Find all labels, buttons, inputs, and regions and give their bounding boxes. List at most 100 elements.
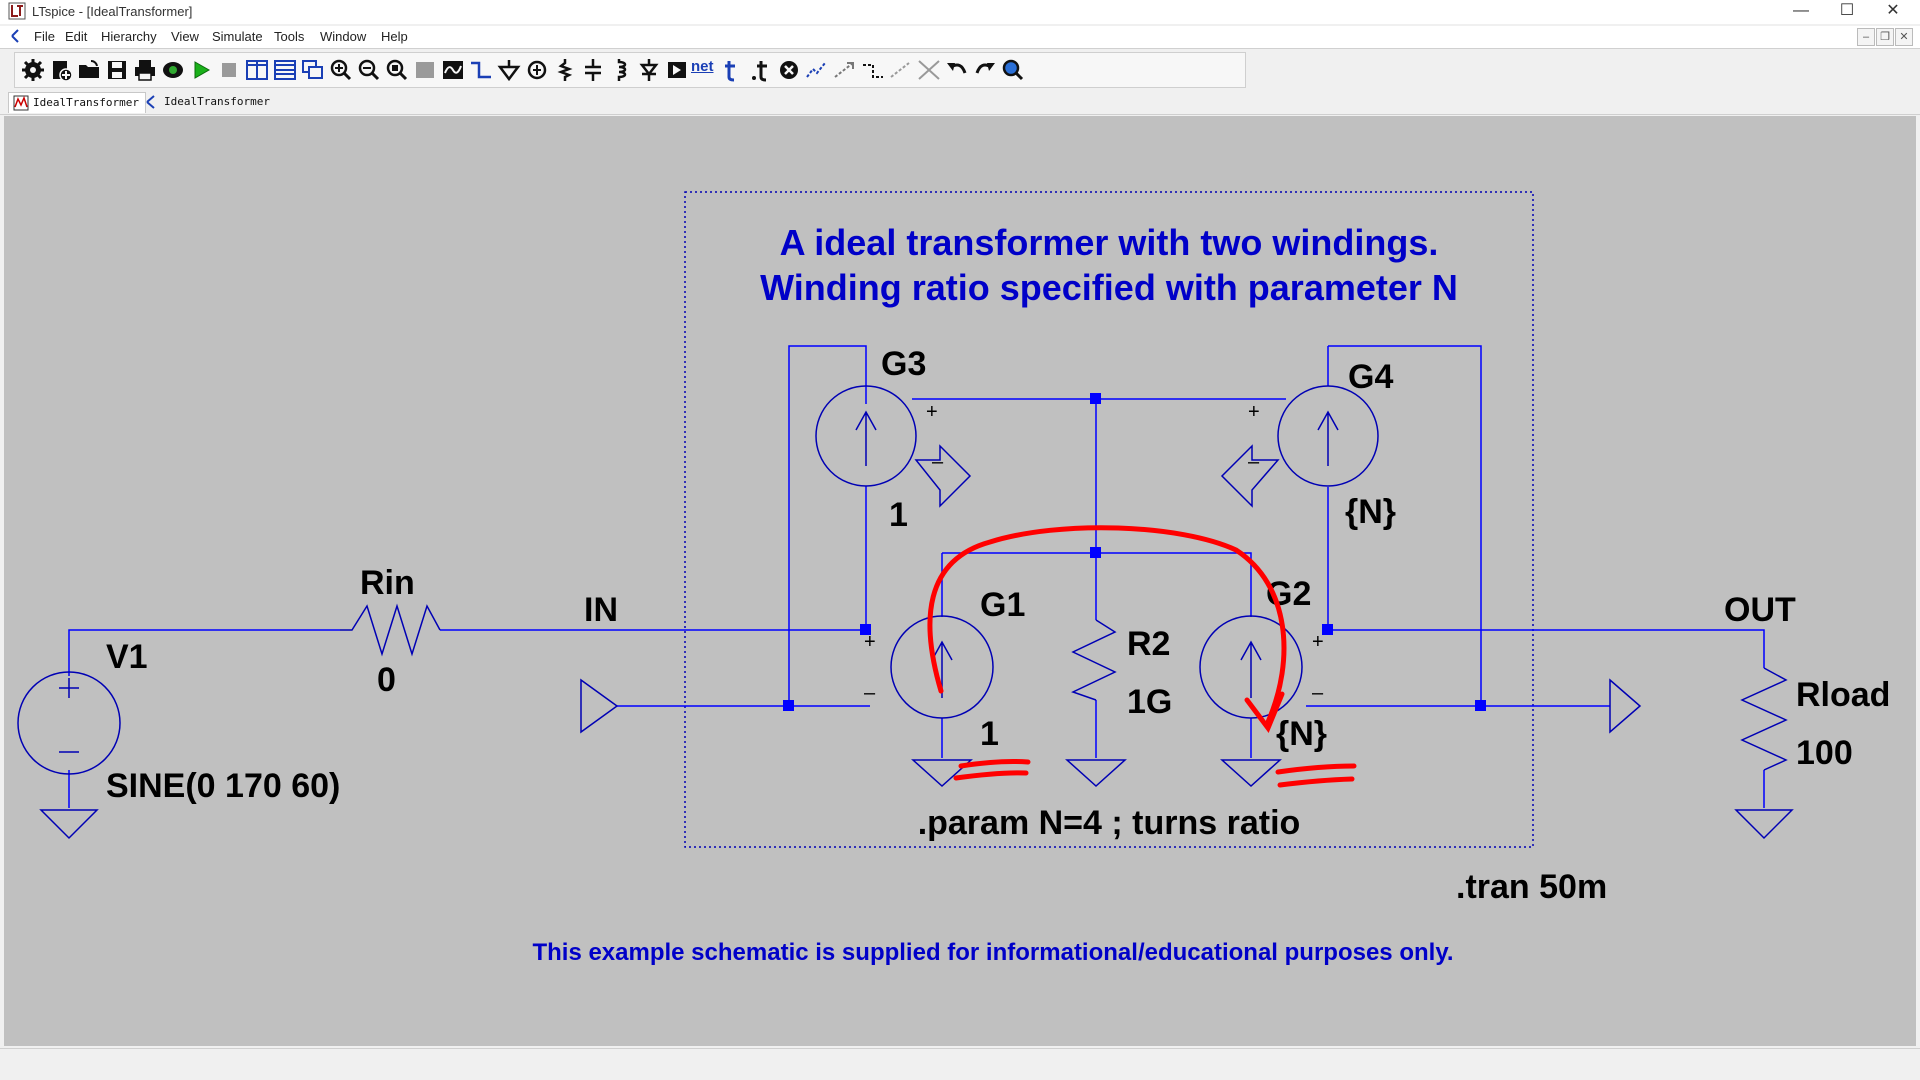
v1-symbol[interactable] [17,671,121,775]
menu-window[interactable]: Window [320,29,367,44]
save-icon[interactable] [103,57,131,83]
text-icon[interactable] [719,57,747,83]
junction [1322,624,1333,635]
menu-hierarchy[interactable]: Hierarchy [101,29,157,44]
move-icon[interactable] [831,57,859,83]
zoom-in-icon[interactable] [327,57,355,83]
settings-gear-icon[interactable] [19,57,47,83]
rload-symbol[interactable] [1740,667,1788,771]
g4-minus: – [1248,451,1260,473]
schematic-doc-icon[interactable] [10,29,24,43]
g3-symbol[interactable] [815,385,917,487]
annotation-arc-arrow [927,525,1287,725]
g4-arrow [1317,410,1339,466]
param-directive[interactable]: .param N=4 ; turns ratio [918,804,1301,842]
run-icon[interactable] [187,57,215,83]
undo-icon[interactable] [943,57,971,83]
g1-value[interactable]: 1 [980,715,999,753]
open-file-icon[interactable] [75,57,103,83]
menu-bar: File Edit Hierarchy View Simulate Tools … [0,26,1920,49]
g4-symbol[interactable] [1277,385,1379,487]
tile-vertical-icon[interactable] [243,57,271,83]
rin-name[interactable]: Rin [360,564,415,602]
menu-help[interactable]: Help [381,29,408,44]
g3-value[interactable]: 1 [889,496,908,534]
net-label-out[interactable]: OUT [1724,591,1796,629]
resistor-icon[interactable] [551,57,579,83]
menu-edit[interactable]: Edit [65,29,88,44]
g1-plus: + [864,631,876,653]
menu-view[interactable]: View [171,29,199,44]
spice-directive-icon[interactable] [747,57,775,83]
pick-visible-traces-icon[interactable] [439,57,467,83]
mdi-minimize-button[interactable]: – [1857,28,1875,46]
menu-tools[interactable]: Tools [274,29,305,44]
cascade-icon[interactable] [299,57,327,83]
zoom-out-icon[interactable] [355,57,383,83]
zoom-fit-icon[interactable] [383,57,411,83]
find-icon[interactable] [999,57,1027,83]
minimize-button[interactable]: — [1793,2,1809,19]
schematic-canvas[interactable]: A ideal transformer with two windings. W… [4,116,1916,1046]
g4-name[interactable]: G4 [1348,358,1393,396]
menu-file[interactable]: File [34,29,55,44]
annotation-underline-g2 [1275,763,1357,788]
g2-symbol[interactable] [1199,615,1303,719]
component-labels: V1 SINE(0 170 60) Rin 0 IN G3 1 G4 {N} G… [106,345,1890,906]
control-panel-icon[interactable] [159,57,187,83]
annotation-underline-g1 [953,759,1031,781]
redo-icon[interactable] [971,57,999,83]
print-icon[interactable] [131,57,159,83]
g2-value[interactable]: {N} [1276,715,1327,753]
rload-name[interactable]: Rload [1796,676,1890,714]
mdi-close-button[interactable]: ✕ [1895,28,1913,46]
net-label-button[interactable]: net [691,58,714,75]
r2-value[interactable]: 1G [1127,683,1172,721]
duplicate-icon[interactable] [803,57,831,83]
tab-waveform[interactable]: IdealTransformer [8,92,146,113]
g3-plus: + [926,401,938,423]
component-symbols [17,385,1794,840]
g2-plus: + [1312,631,1324,653]
undo-drag-icon[interactable] [887,57,915,83]
close-button[interactable]: ✕ [1886,2,1900,19]
maximize-button[interactable]: ☐ [1839,2,1855,19]
delete-icon[interactable] [775,57,803,83]
halt-icon[interactable] [215,57,243,83]
autorange-icon[interactable] [411,57,439,83]
tab-label: IdealTransformer [33,96,139,109]
ground-icon[interactable] [495,57,523,83]
r2-symbol[interactable] [1071,619,1117,701]
net-label-in[interactable]: IN [584,591,618,629]
capacitor-icon[interactable] [579,57,607,83]
g1-minus: – [864,682,876,704]
draw-wire-icon[interactable] [467,57,495,83]
g3-name[interactable]: G3 [881,345,926,383]
g3-minus: – [932,451,944,473]
diode-icon[interactable] [635,57,663,83]
g1-symbol[interactable] [890,615,994,719]
g4-value[interactable]: {N} [1345,493,1396,531]
wire-out-net [1328,629,1765,668]
mdi-restore-button[interactable]: ❐ [1876,28,1894,46]
tile-horizontal-icon[interactable] [271,57,299,83]
v1-name[interactable]: V1 [106,638,148,676]
inductor-icon[interactable] [607,57,635,83]
mirror-icon[interactable] [915,57,943,83]
drag-icon[interactable] [859,57,887,83]
component-icon[interactable] [663,57,691,83]
tab-schematic[interactable]: IdealTransformer [140,92,282,112]
v1-value[interactable]: SINE(0 170 60) [106,767,340,805]
tran-directive[interactable]: .tran 50m [1456,868,1607,906]
rload-value[interactable]: 100 [1796,734,1853,772]
voltage-source-icon[interactable] [523,57,551,83]
rin-value[interactable]: 0 [377,661,396,699]
tab-label: IdealTransformer [164,95,270,108]
schematic-drawing[interactable]: A ideal transformer with two windings. W… [4,116,1916,1046]
menu-simulate[interactable]: Simulate [212,29,263,44]
r2-name[interactable]: R2 [1127,625,1170,663]
junction [1475,700,1486,711]
g1-name[interactable]: G1 [980,586,1025,624]
rin-symbol[interactable] [340,603,441,657]
new-schematic-icon[interactable] [47,57,75,83]
